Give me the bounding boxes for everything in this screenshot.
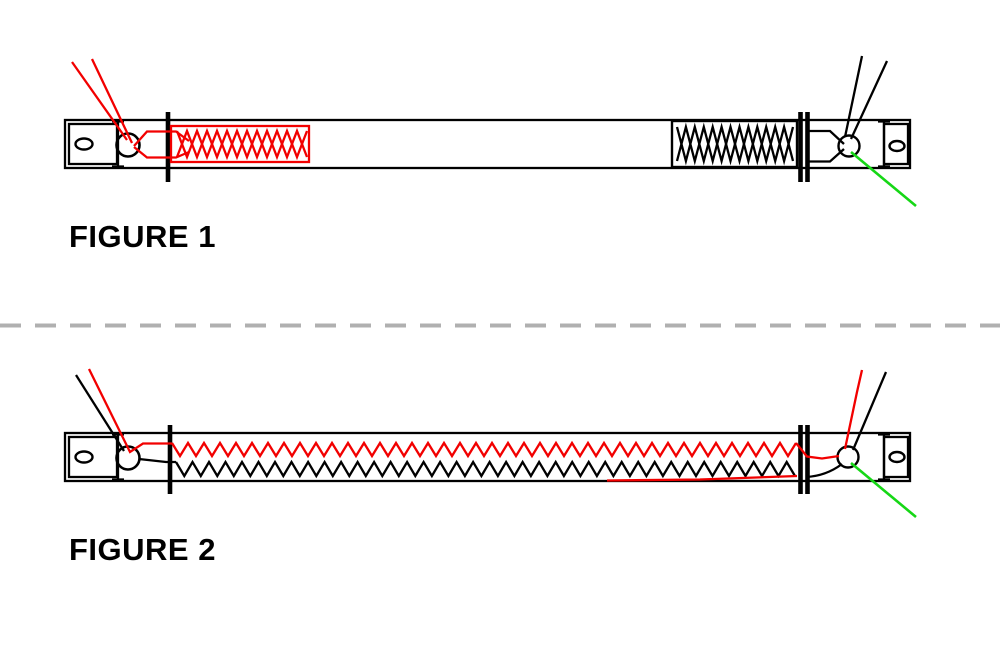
figure1-drawing (63, 55, 917, 207)
black-coil-housing (670, 119, 799, 169)
figure2-green-linework (850, 462, 917, 518)
terminal-hole-right (837, 134, 861, 158)
black-coil-strand-b (675, 122, 795, 166)
figure2-red-linework (87, 368, 864, 482)
red-coil-housing (169, 124, 311, 164)
crimp-connector-left (133, 130, 190, 159)
black-feed-line (138, 457, 176, 464)
ground-wire (850, 151, 917, 207)
terminal-hole-right (836, 445, 860, 469)
figure1-black-linework (63, 55, 912, 182)
figure1-label: FIGURE 1 (69, 219, 216, 254)
mounting-bracket-right (882, 122, 910, 166)
mounting-slot-left (74, 450, 94, 464)
tube-body (63, 118, 912, 170)
mounting-slot-right (888, 139, 906, 153)
black-stretched-coil (175, 459, 796, 479)
ground-wire (850, 462, 917, 518)
figure1-red-linework (71, 58, 311, 164)
red-lead-wires (71, 58, 134, 144)
figure2-label: FIGURE 2 (69, 532, 216, 567)
mounting-slot-left (74, 137, 94, 151)
red-terminal-link (795, 442, 840, 460)
mounting-bracket-right (882, 435, 910, 479)
black-return-link (805, 463, 843, 479)
figure1-green-linework (850, 151, 917, 207)
figure2-drawing (63, 368, 917, 518)
black-lead-wires (843, 55, 889, 140)
red-coil-strand-b (175, 127, 309, 161)
red-lead-wire-right (843, 369, 864, 450)
red-stretched-coil (171, 440, 797, 459)
red-return-line (606, 474, 798, 482)
tube-body (63, 431, 912, 483)
mounting-slot-right (888, 450, 906, 464)
black-lead-wire-right (851, 371, 888, 451)
red-lead-wire-left (87, 368, 172, 454)
black-lead-wire-left (75, 374, 125, 452)
